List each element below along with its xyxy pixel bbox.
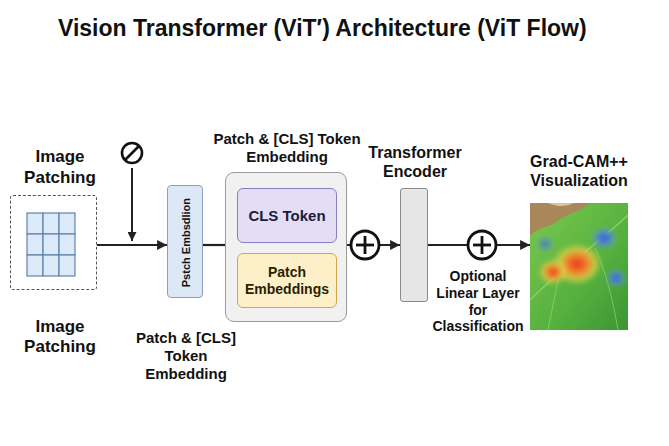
cool-spot <box>536 236 554 252</box>
leaf-surface <box>530 203 628 330</box>
heading-label: Grad-CAM++ Visualization <box>523 152 635 190</box>
caption-label: Image Patching <box>5 317 115 358</box>
input-arrow <box>131 168 133 241</box>
encoder-box: Transformer Encoder <box>400 188 428 302</box>
patch-grid-box: Image PatchingImage Patching <box>10 195 97 290</box>
cool-spot <box>591 227 617 249</box>
patch-cell <box>43 234 59 255</box>
heatmap-frame: Grad-CAM++ Visualization <box>530 203 628 330</box>
box-label: Pstch Embsdlion <box>179 192 192 293</box>
patch-cell <box>27 213 43 234</box>
no-symbol <box>122 143 142 163</box>
leaf-dry-patch <box>530 203 590 236</box>
leaf-dry-patch <box>548 203 574 206</box>
heading-label: Transformer Encoder <box>355 143 475 181</box>
cls-token-box: CLS Token <box>237 188 337 243</box>
add-symbol-bar <box>481 236 484 254</box>
note-label: Optional Linear Layer for Classification <box>430 268 526 335</box>
patch-grid <box>27 213 75 276</box>
add-symbol <box>468 231 496 259</box>
patch-cell <box>59 213 75 234</box>
embedding-group: CLS TokenPatch EmbeddingsPatch & [CLS] T… <box>225 172 347 322</box>
heat-spot <box>539 260 567 284</box>
leaf-vein <box>530 215 628 300</box>
heading-label: Image Patching <box>5 147 115 188</box>
patch-cell <box>43 255 59 276</box>
box-label: CLS Token <box>248 207 325 225</box>
flow-connector <box>428 244 530 246</box>
add-symbol <box>351 231 379 259</box>
diagram-title: Vision Transformer (ViT′) Architecture (… <box>58 15 587 43</box>
leaf-heatmap <box>530 203 628 330</box>
cool-spot <box>606 269 626 287</box>
flow-connector <box>97 244 167 246</box>
patch-cell <box>27 255 43 276</box>
embedding-box: Pstch EmbsdlionPatch & [CLS] Token Embed… <box>167 185 203 298</box>
patch-cell <box>59 255 75 276</box>
patch-embeddings-box: Patch Embeddings <box>237 253 337 308</box>
patch-cell <box>27 234 43 255</box>
heading-label: Patch & [CLS] Token Embedding <box>212 130 362 166</box>
patch-cell <box>43 213 59 234</box>
no-symbol-slash <box>125 146 139 160</box>
box-label: Patch Embeddings <box>241 264 333 298</box>
patch-cell <box>59 234 75 255</box>
caption-label: Patch & [CLS] Token Embedding <box>129 329 244 383</box>
add-symbol-bar <box>364 236 367 254</box>
flow-connector <box>203 244 225 246</box>
